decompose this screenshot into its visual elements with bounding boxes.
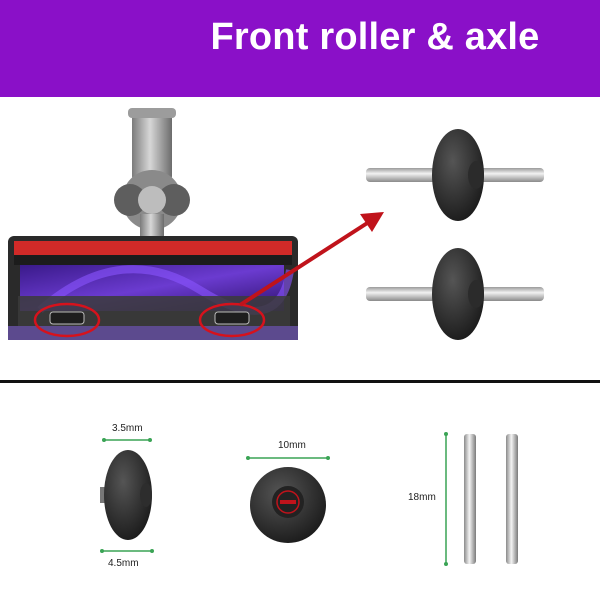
axle-length-label: 18mm <box>408 492 436 503</box>
section-divider <box>0 380 600 383</box>
banner-title: Front roller & axle <box>210 16 540 58</box>
wheel-axle-bottom <box>366 248 544 340</box>
title-banner: Front roller & axle <box>0 0 600 97</box>
axle-pins <box>444 432 518 566</box>
wheel-width-top-label: 3.5mm <box>112 423 143 434</box>
wheel-diameter-label: 10mm <box>278 440 306 451</box>
wheel-front-view <box>246 456 330 543</box>
wheel-width-bottom-label: 4.5mm <box>108 558 139 569</box>
wheel-axle-top <box>366 129 544 221</box>
vacuum-head-image <box>8 108 384 340</box>
wheel-side-view <box>100 438 154 553</box>
